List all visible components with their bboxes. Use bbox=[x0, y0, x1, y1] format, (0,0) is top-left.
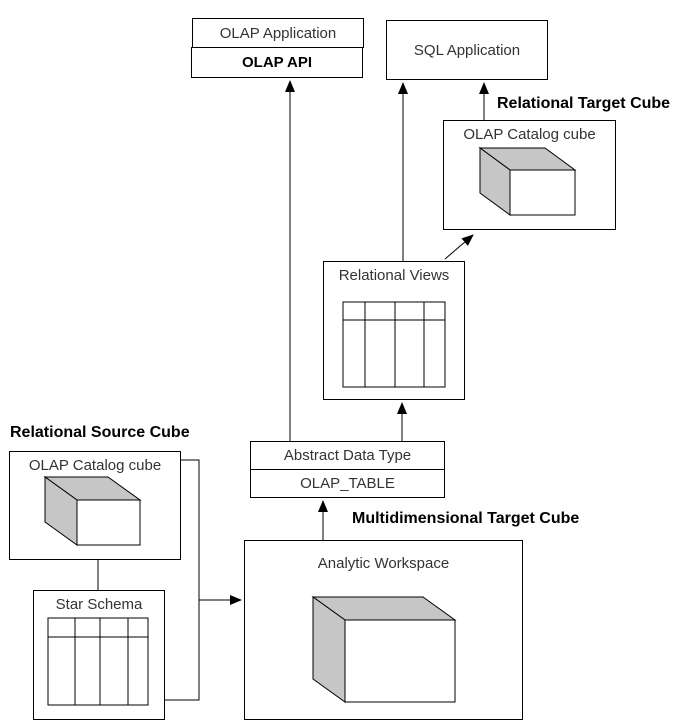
sql-application-label: SQL Application bbox=[413, 41, 521, 59]
relational-views-label: Relational Views bbox=[338, 267, 450, 284]
relational-target-cube-heading: Relational Target Cube bbox=[497, 95, 671, 112]
star-schema-box: Star Schema bbox=[33, 590, 165, 720]
olap-api-box: OLAP API bbox=[191, 47, 363, 78]
source-olap-catalog-cube-label: OLAP Catalog cube bbox=[28, 457, 162, 474]
target-olap-catalog-cube-box: OLAP Catalog cube bbox=[443, 120, 616, 230]
analytic-workspace-label: Analytic Workspace bbox=[317, 555, 450, 572]
olap-api-label: OLAP API bbox=[241, 54, 312, 71]
arrow-views-to-target-cube bbox=[444, 234, 474, 260]
star-schema-label: Star Schema bbox=[55, 596, 143, 613]
olap-application-label: OLAP Application bbox=[219, 24, 337, 42]
relational-views-box: Relational Views bbox=[323, 261, 465, 400]
abstract-data-type-box: Abstract Data Type bbox=[250, 441, 445, 470]
olap-table-box: OLAP_TABLE bbox=[250, 469, 445, 498]
multidimensional-target-cube-heading: Multidimensional Target Cube bbox=[352, 510, 580, 527]
target-olap-catalog-cube-label: OLAP Catalog cube bbox=[463, 126, 596, 143]
abstract-data-type-label: Abstract Data Type bbox=[283, 447, 412, 464]
source-olap-catalog-cube-box: OLAP Catalog cube bbox=[9, 451, 181, 560]
sql-application-box: SQL Application bbox=[386, 20, 548, 80]
olap-application-box: OLAP Application bbox=[192, 18, 364, 48]
olap-table-label: OLAP_TABLE bbox=[300, 475, 395, 492]
analytic-workspace-box: Analytic Workspace bbox=[244, 540, 523, 720]
relational-source-cube-heading: Relational Source Cube bbox=[10, 424, 190, 441]
